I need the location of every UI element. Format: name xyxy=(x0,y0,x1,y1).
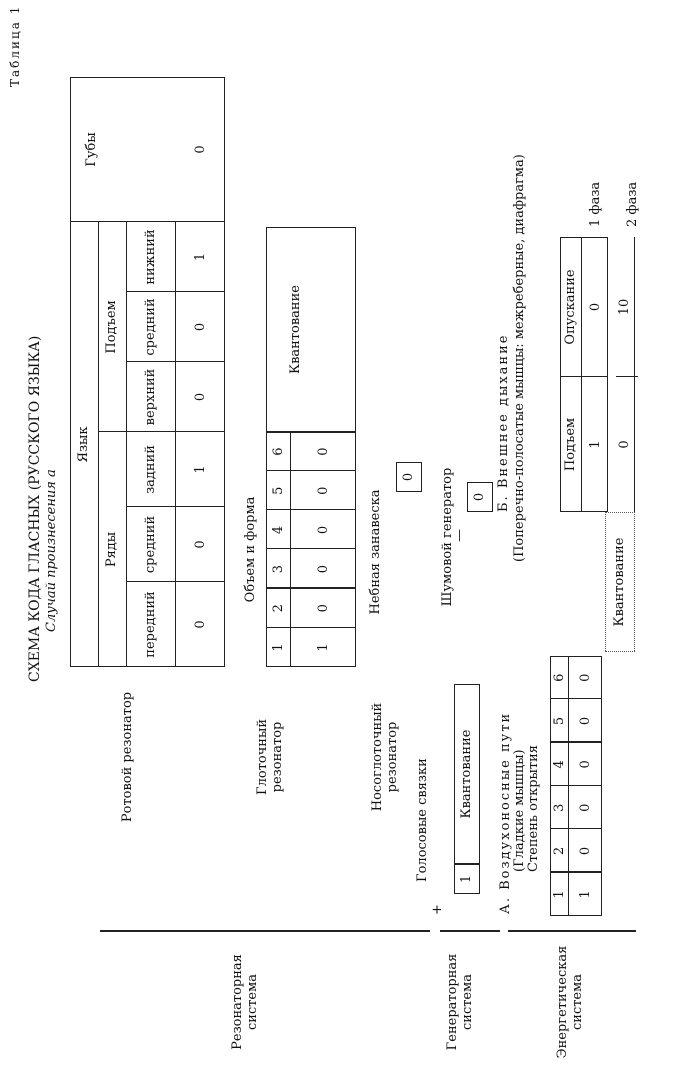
grid-number: 4 xyxy=(270,525,286,535)
grid-value: 0 xyxy=(315,525,331,535)
noise-sign: — xyxy=(452,529,467,542)
page-subtitle: Случай произнесения а xyxy=(44,469,59,632)
grid-value: 0 xyxy=(577,846,593,856)
rise-upper-value: 0 xyxy=(193,392,208,402)
grid-value: 0 xyxy=(315,447,331,456)
row-front-label: передний xyxy=(143,591,158,658)
grid-number: 5 xyxy=(270,486,286,495)
system-generator: Генераторная система xyxy=(445,953,475,1051)
grid-number: 5 xyxy=(551,716,567,726)
grid-number: 2 xyxy=(270,604,286,613)
breathing-divider xyxy=(581,237,583,512)
tongue-label: Язык xyxy=(76,426,91,463)
row-middle-value: 0 xyxy=(193,540,208,549)
brace-energy xyxy=(508,930,636,932)
rise-label: Подъем xyxy=(104,300,119,354)
grid-value: 1 xyxy=(577,890,593,899)
row-back-label: задний xyxy=(143,445,158,494)
row-back-value: 1 xyxy=(193,465,208,474)
phase2-line xyxy=(634,237,636,512)
phase2-down-value: 10 xyxy=(617,298,632,316)
nasopharyngeal-resonator-label: Носоглоточный резонатор xyxy=(370,702,400,812)
phase2-up-value: 0 xyxy=(617,440,632,449)
velum-value: 0 xyxy=(401,472,416,482)
grid-number: 1 xyxy=(270,643,286,652)
quantization-label-vocal: Квантование xyxy=(459,729,474,819)
grid-value: 0 xyxy=(577,716,593,726)
rise-lower-label: нижний xyxy=(143,229,158,285)
phase1-up-value: 1 xyxy=(588,440,603,449)
grid-value: 0 xyxy=(577,673,593,682)
breathing-note: (Поперечно-полосатые мышцы: межреберные,… xyxy=(512,154,527,562)
page-title: СХЕМА КОДА ГЛАСНЫХ (РУССКОГО ЯЗЫКА) xyxy=(27,335,43,682)
breathing-down-label: Опускание xyxy=(563,269,578,345)
divider-subheader xyxy=(126,222,128,667)
divider-values xyxy=(175,222,177,667)
phase2-label: 2 фаза xyxy=(625,181,640,227)
row-front-value: 0 xyxy=(193,620,208,629)
pharynx-grid: 1 1 2 0 3 0 4 0 5 0 6 0 xyxy=(266,432,356,667)
rise-upper-label: верхний xyxy=(143,368,158,426)
system-energy: Энергетическая система xyxy=(555,945,585,1059)
breathing-title: Б. Внешнее дыхание xyxy=(496,333,511,512)
divider-col5 xyxy=(126,290,225,292)
velum-label: Небная занавеска xyxy=(368,489,383,615)
grid-number: 1 xyxy=(551,890,567,899)
divider-col2 xyxy=(126,505,225,507)
rows-label: Ряды xyxy=(104,531,119,568)
brace-resonator xyxy=(100,930,430,932)
airways-title: А. Воздухоносные пути xyxy=(498,711,513,914)
quantization-label-breath: Квантование xyxy=(612,537,627,627)
vocal-sign: + xyxy=(430,904,445,915)
grid-number: 3 xyxy=(270,564,286,574)
pharynx-label: Объем и форма xyxy=(243,496,258,603)
quantization-box-right xyxy=(266,227,356,432)
vocal-value: 1 xyxy=(459,874,474,884)
phase1-down-value: 0 xyxy=(588,302,603,312)
grid-value: 0 xyxy=(577,760,593,769)
oral-resonator-label: Ротовой резонатор xyxy=(120,691,135,823)
divider-tongue-header xyxy=(98,222,100,667)
phase1-label: 1 фаза xyxy=(588,181,603,227)
grid-value: 0 xyxy=(315,486,331,495)
grid-number: 6 xyxy=(270,447,286,456)
lips-value: 0 xyxy=(193,145,208,154)
grid-value: 1 xyxy=(315,643,331,652)
grid-value: 0 xyxy=(315,604,331,613)
row-middle-label: средний xyxy=(143,515,158,574)
airways-degree-label: Степень открытия xyxy=(526,745,541,872)
grid-number: 4 xyxy=(551,760,567,769)
quantization-label-right: Квантование xyxy=(288,285,303,374)
breathing-up-label: Подъем xyxy=(563,417,578,472)
brace-generator xyxy=(440,930,500,932)
grid-number: 2 xyxy=(551,846,567,856)
rise-middle-label: средний xyxy=(143,298,158,356)
grid-value: 0 xyxy=(315,564,331,574)
grid-number: 3 xyxy=(551,803,567,812)
table-label: Таблица 1 xyxy=(8,4,22,87)
grid-number: 6 xyxy=(551,673,567,682)
vocal-label: Голосовые связки xyxy=(415,758,430,882)
pharyngeal-resonator-label: Глоточный резонатор xyxy=(255,719,285,795)
divider-col4 xyxy=(126,360,225,362)
airways-note: (Гладкие мышцы) xyxy=(512,749,527,872)
divider-col1 xyxy=(126,580,225,582)
rise-lower-value: 1 xyxy=(193,252,208,262)
grid-value: 0 xyxy=(577,803,593,812)
rise-middle-value: 0 xyxy=(193,322,208,332)
noise-value: 0 xyxy=(472,492,487,502)
system-resonator: Резонаторная система xyxy=(230,954,260,1050)
lips-label: Губы xyxy=(84,132,99,167)
